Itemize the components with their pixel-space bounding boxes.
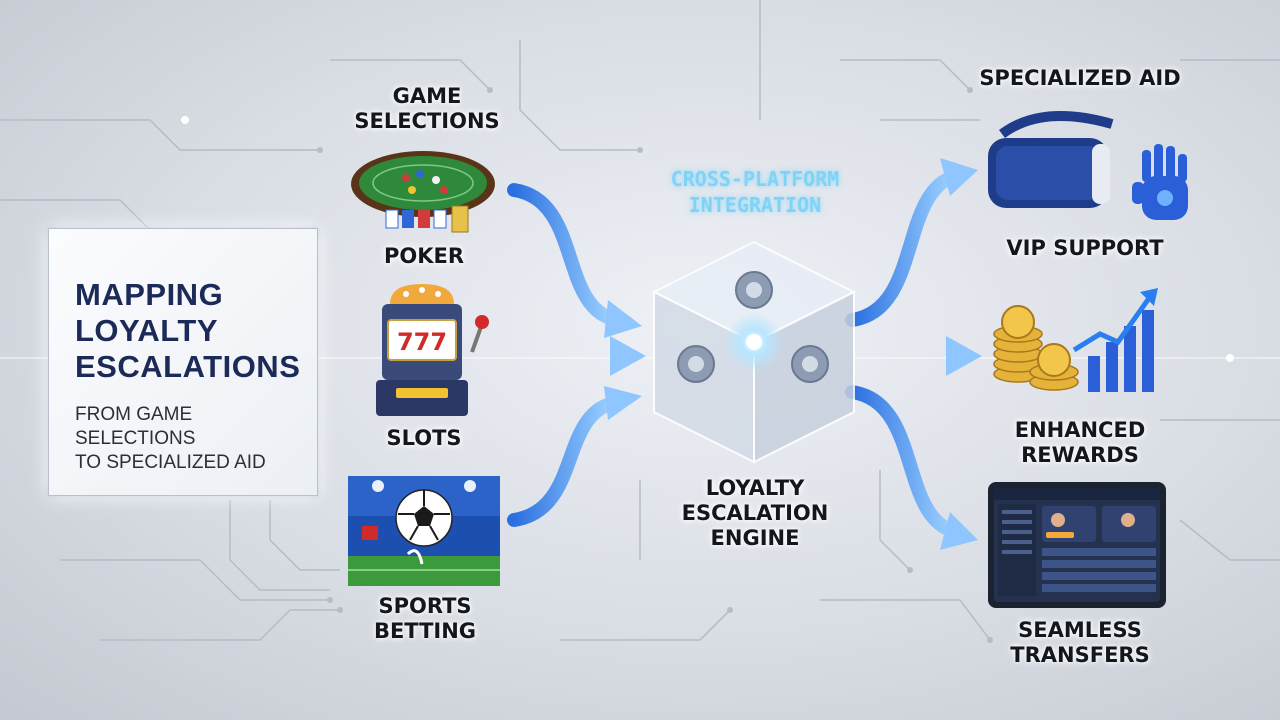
seamless-transfers-line-1: Seamless <box>1018 618 1142 642</box>
slot-digits: 777 <box>397 328 447 356</box>
sports-betting-line-1: Sports <box>378 594 472 618</box>
title-panel: Mapping Loyalty Escalations From game se… <box>48 228 318 496</box>
arrow-engine-to-transfers <box>845 385 957 537</box>
poker-table-icon <box>351 151 495 233</box>
title-line-2: Loyalty <box>75 313 219 348</box>
title-line-3: Escalations <box>75 349 301 384</box>
enhanced-rewards-line-1: Enhanced <box>1014 418 1146 442</box>
arrow-sports-to-engine <box>507 397 617 527</box>
arrowhead-rewards <box>946 336 982 376</box>
game-selections-heading: Game Selections <box>352 84 502 134</box>
slots-label: Slots <box>386 426 462 450</box>
cross-platform-integration-label: Cross-Platform Integration <box>610 166 900 218</box>
enhanced-rewards-line-2: Rewards <box>1021 443 1139 467</box>
vip-support-label: VIP Support <box>1006 236 1164 260</box>
arrowhead-transfers <box>940 512 978 550</box>
sports-stadium-icon <box>348 476 500 586</box>
vr-headset-icon <box>988 111 1114 208</box>
subtitle-line-2: to specialized aid <box>75 452 266 473</box>
poker-label: Poker <box>383 244 465 268</box>
sports-betting-line-2: Betting <box>373 619 477 643</box>
haptic-glove-icon <box>1132 144 1188 220</box>
coins-growth-icon <box>993 288 1158 392</box>
engine-line-2: Escalation <box>681 501 829 525</box>
tablet-dashboard-icon <box>988 482 1166 608</box>
engine-line-1: Loyalty <box>705 476 805 500</box>
loyalty-escalation-engine-label: Loyalty Escalation Engine <box>660 476 850 551</box>
subtitle-line-1: From game selections <box>75 404 196 449</box>
arrowhead-vip <box>940 158 978 196</box>
diagram-subtitle: From game selections to specialized aid <box>75 403 317 475</box>
engine-cube-icon <box>651 240 857 464</box>
integration-line-1: Cross-Platform <box>670 167 840 191</box>
title-line-1: Mapping <box>75 277 224 312</box>
engine-line-3: Engine <box>710 526 800 550</box>
specialized-aid-heading: Specialized Aid <box>979 66 1181 90</box>
enhanced-rewards-label: Enhanced Rewards <box>990 418 1170 468</box>
game-selections-line-1: Game <box>392 84 462 108</box>
slot-machine-icon: 777 <box>376 284 489 416</box>
integration-line-2: Integration <box>688 193 822 217</box>
game-selections-line-2: Selections <box>354 109 500 133</box>
arrow-poker-to-engine <box>507 183 617 325</box>
arrowhead-sports <box>604 386 642 420</box>
seamless-transfers-label: Seamless Transfers <box>990 618 1170 668</box>
arrowhead-slots <box>610 336 646 376</box>
sports-betting-label: Sports Betting <box>358 594 492 644</box>
arrow-engine-to-vip <box>845 171 957 327</box>
arrowhead-poker <box>604 300 642 338</box>
seamless-transfers-line-2: Transfers <box>1010 643 1150 667</box>
diagram-title: Mapping Loyalty Escalations <box>75 277 317 385</box>
